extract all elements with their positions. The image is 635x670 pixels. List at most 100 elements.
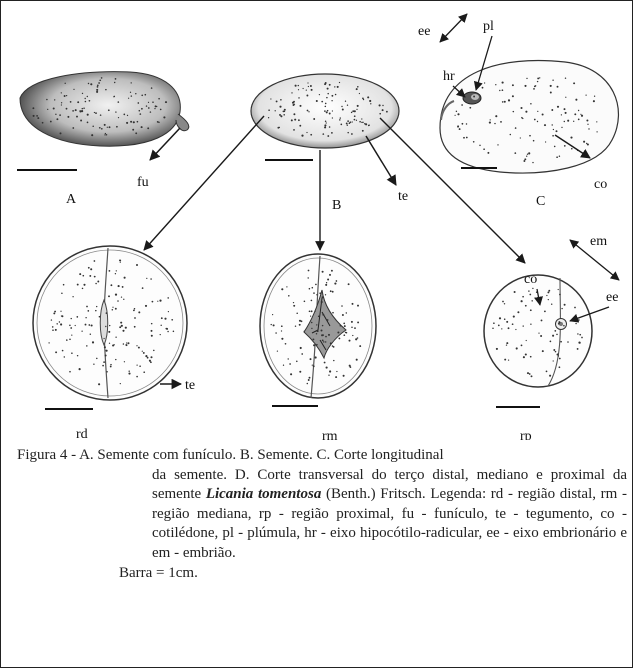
stipple-dot [367, 96, 369, 98]
stipple-dot [160, 334, 161, 335]
stipple-dot [309, 310, 311, 312]
stipple-dot [117, 300, 119, 302]
stipple-dot [579, 334, 581, 336]
stipple-dot [346, 122, 348, 124]
stipple-dot [540, 335, 542, 337]
stipple-dot [337, 86, 339, 88]
stipple-dot [542, 113, 544, 115]
stipple-dot [341, 305, 343, 307]
stipple-dot [323, 341, 325, 343]
stipple-dot [524, 158, 526, 160]
stipple-dot [557, 86, 559, 88]
stipple-dot [73, 89, 74, 90]
stipple-dot [102, 365, 104, 367]
stipple-dot [506, 342, 508, 344]
stipple-dot [88, 324, 90, 326]
stipple-dot [106, 350, 108, 352]
stipple-dot [462, 123, 464, 125]
stipple-dot [510, 134, 512, 136]
stipple-dot [307, 110, 309, 112]
stipple-dot [128, 342, 130, 344]
stipple-dot [91, 134, 93, 136]
stipple-dot [138, 311, 140, 313]
stipple-dot [335, 376, 337, 378]
stipple-dot [46, 99, 48, 101]
stipple-dot [276, 100, 278, 102]
stipple-dot [526, 340, 527, 341]
stipple-dot [508, 99, 510, 101]
stipple-dot [313, 118, 315, 120]
stipple-dot [327, 88, 329, 90]
stipple-dot [324, 362, 326, 364]
stipple-dot [556, 354, 558, 356]
stipple-dot [523, 160, 525, 162]
stipple-dot [105, 326, 106, 327]
stipple-dot [284, 109, 286, 111]
label-rm: rm [322, 429, 338, 440]
stipple-dot [69, 371, 71, 373]
stipple-dot [110, 366, 112, 368]
stipple-dot [96, 358, 98, 360]
stipple-dot [119, 326, 121, 328]
stipple-dot [112, 307, 113, 308]
stipple-dot [379, 113, 381, 115]
stipple-dot [295, 85, 297, 87]
stipple-dot [141, 94, 143, 96]
stipple-dot [547, 291, 549, 293]
stipple-dot [368, 125, 369, 126]
stipple-dot [546, 295, 547, 296]
stipple-dot [316, 324, 317, 325]
stipple-dot [109, 270, 111, 272]
stipple-dot [473, 141, 475, 143]
arrow-te-b [366, 136, 396, 185]
stipple-dot [356, 120, 357, 121]
stipple-dot [311, 322, 313, 324]
stipple-dot [530, 323, 531, 324]
stipple-dot [531, 300, 532, 301]
stipple-dot [280, 99, 282, 101]
stipple-dot [528, 290, 529, 291]
stipple-dot [553, 129, 554, 130]
stipple-dot [312, 287, 314, 289]
stipple-dot [352, 335, 353, 336]
stipple-dot [347, 132, 349, 134]
stipple-dot [554, 330, 556, 332]
stipple-dot [97, 86, 99, 88]
stipple-dot [281, 288, 283, 290]
caption-line-1: Figura 4 - A. Semente com funículo. B. S… [0, 446, 633, 466]
stipple-dot [300, 347, 302, 349]
stipple-dot [559, 358, 561, 360]
stipple-dot [340, 325, 342, 327]
stipple-dot [526, 78, 527, 79]
stipple-dot [556, 334, 558, 336]
stipple-dot [502, 301, 504, 303]
stipple-dot [160, 325, 161, 326]
stipple-dot [561, 127, 562, 128]
stipple-dot [131, 95, 132, 96]
stipple-dot [121, 325, 123, 327]
stipple-dot [88, 83, 89, 84]
stipple-dot [95, 283, 97, 285]
stipple-dot [340, 117, 341, 118]
label-te-b: te [398, 189, 408, 204]
stipple-dot [59, 114, 61, 116]
stipple-dot [524, 85, 526, 87]
stipple-dot [344, 325, 346, 327]
stipple-dot [337, 331, 339, 333]
stipple-dot [350, 121, 352, 123]
stipple-dot [316, 100, 318, 102]
stipple-dot [588, 128, 589, 129]
stipple-dot [311, 310, 313, 312]
stipple-dot [64, 95, 66, 97]
stipple-dot [71, 334, 72, 335]
stipple-dot [461, 104, 463, 106]
stipple-dot [559, 366, 561, 368]
stipple-dot [289, 363, 291, 365]
stipple-dot [157, 301, 158, 302]
stipple-dot [504, 303, 505, 304]
stipple-dot [271, 324, 272, 325]
stipple-dot [281, 338, 283, 340]
stipple-dot [512, 84, 514, 86]
stipple-dot [60, 323, 62, 325]
stipple-dot [550, 85, 552, 87]
